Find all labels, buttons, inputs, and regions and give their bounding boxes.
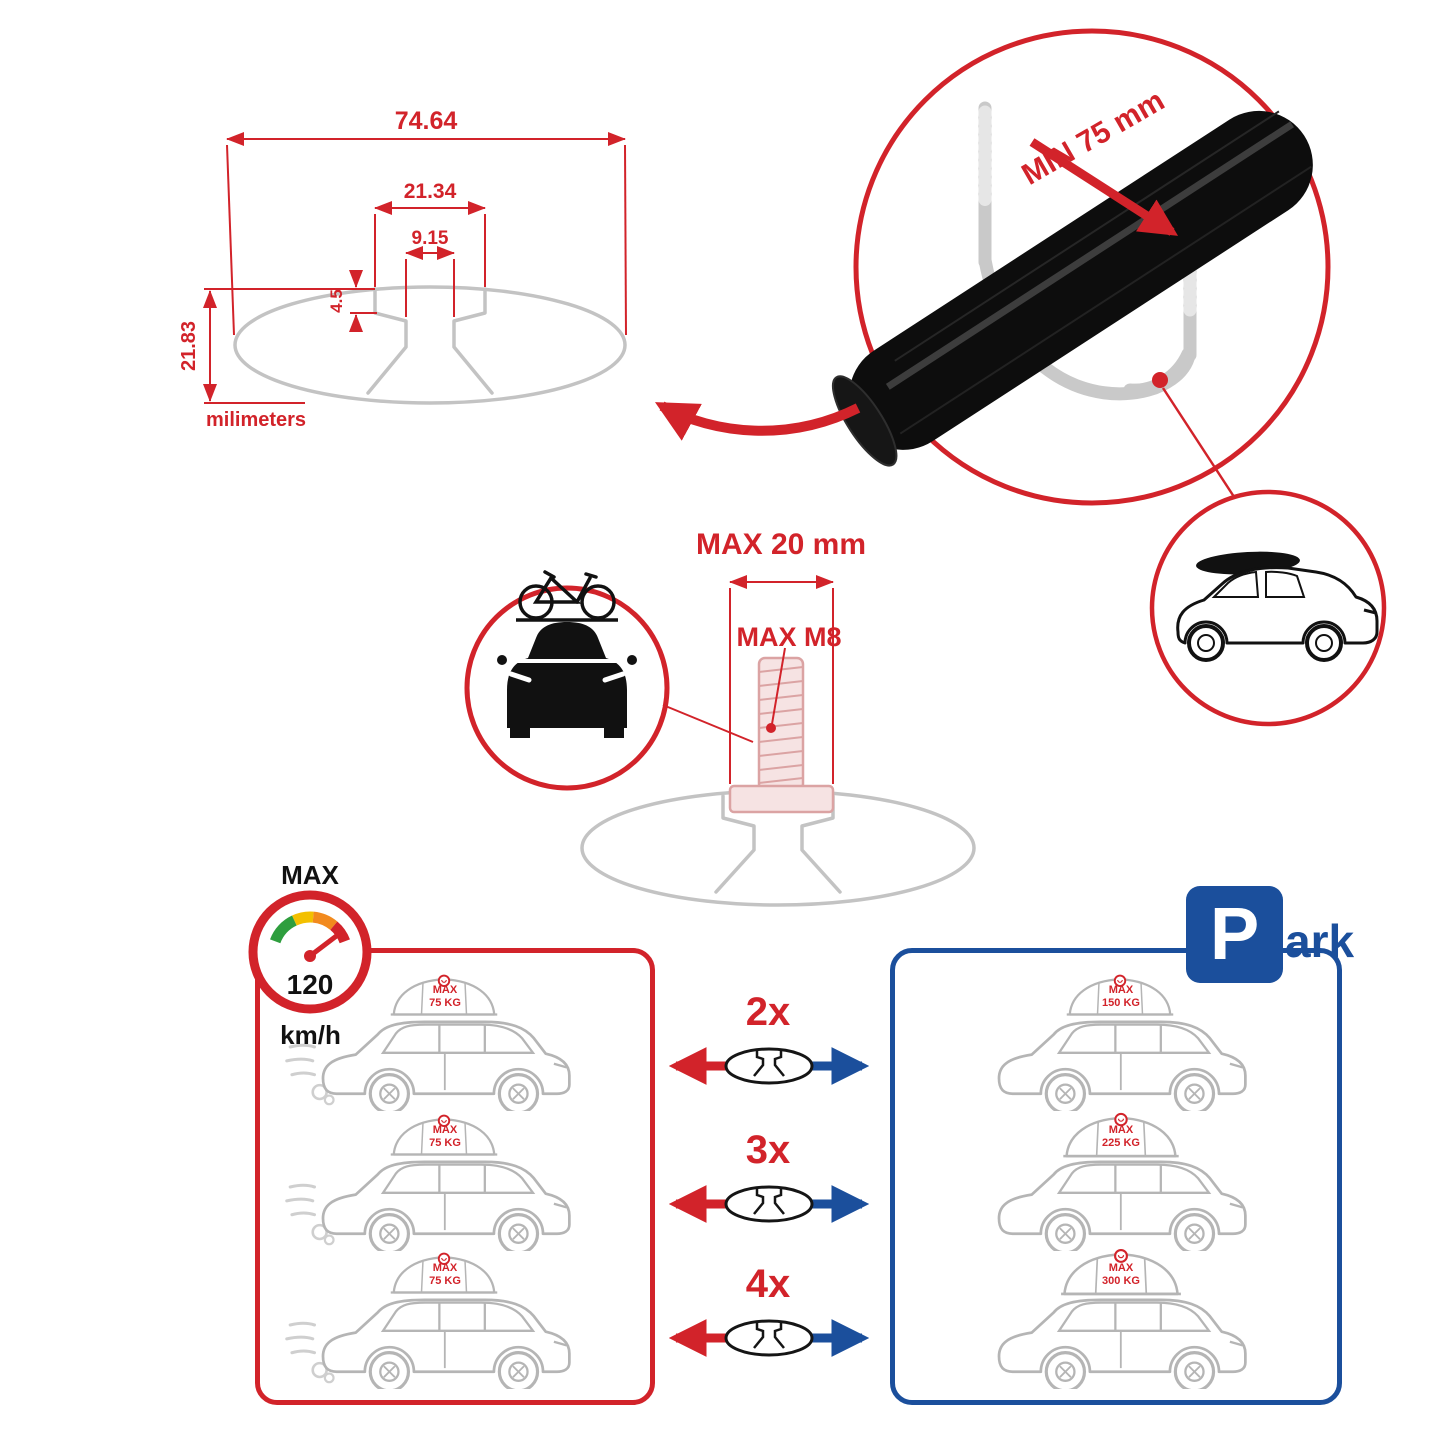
car-with-bike-icon <box>497 570 637 738</box>
cross-section-dimension-diagram: 74.64 21.34 9.15 4.5 21.83 milimeters <box>178 107 627 431</box>
dimension-lines <box>203 132 627 404</box>
bolt-dimension-lines <box>729 575 834 784</box>
dim-slot-outer-width: 21.34 <box>404 180 457 203</box>
parking-sign: P <box>1186 886 1283 983</box>
multiplier-row-1: 2x <box>650 990 886 1094</box>
bar-count-arrows-icon <box>668 1185 870 1223</box>
bar-cross-section-outline <box>233 285 627 405</box>
bolt-detail-view <box>464 570 976 907</box>
min-gap-arrow <box>1029 138 1179 236</box>
multiplier-row-3: 4x <box>650 1262 886 1366</box>
parking-sign-letter: P <box>1209 892 1260 975</box>
bar-count-arrows-icon <box>668 1319 870 1357</box>
dim-slot-inner-width: 9.15 <box>412 228 449 249</box>
dim-lip-depth: 4.5 <box>327 289 346 313</box>
dim-total-height: 21.83 <box>178 321 200 371</box>
multiplier-label: 2x <box>745 990 791 1034</box>
bolt-max-width-label: MAX 20 mm <box>695 528 867 561</box>
bar-count-arrows-icon <box>668 1047 870 1085</box>
multiplier-row-2: 3x <box>650 1128 886 1232</box>
unit-label: milimeters <box>206 409 306 431</box>
speed-value: 120 <box>287 969 334 1000</box>
multiplier-label: 4x <box>745 1262 791 1306</box>
crossbar-3d <box>831 110 1313 467</box>
dim-total-width: 74.64 <box>395 107 458 135</box>
connector-line-to-bolt <box>662 704 754 743</box>
suv-roofbox-icon <box>1176 551 1379 662</box>
speed-max-label: MAX <box>281 860 339 890</box>
clamp-contact-dot <box>1152 372 1168 388</box>
bolt-max-thread-label: MAX M8 <box>736 622 842 652</box>
t-bolt-icon <box>728 656 835 814</box>
thread-pointer-dot <box>766 723 776 733</box>
crossbar-detail-view: MIN 75 mm <box>654 28 1387 727</box>
parking-sign-suffix: ark <box>1285 915 1355 967</box>
arrow-to-cross-section-icon <box>654 401 861 441</box>
speedometer-icon: 120 <box>248 890 372 1014</box>
multiplier-label: 3x <box>745 1128 791 1172</box>
speed-unit-label: km/h <box>280 1020 341 1050</box>
connector-line-to-car <box>1161 387 1242 507</box>
